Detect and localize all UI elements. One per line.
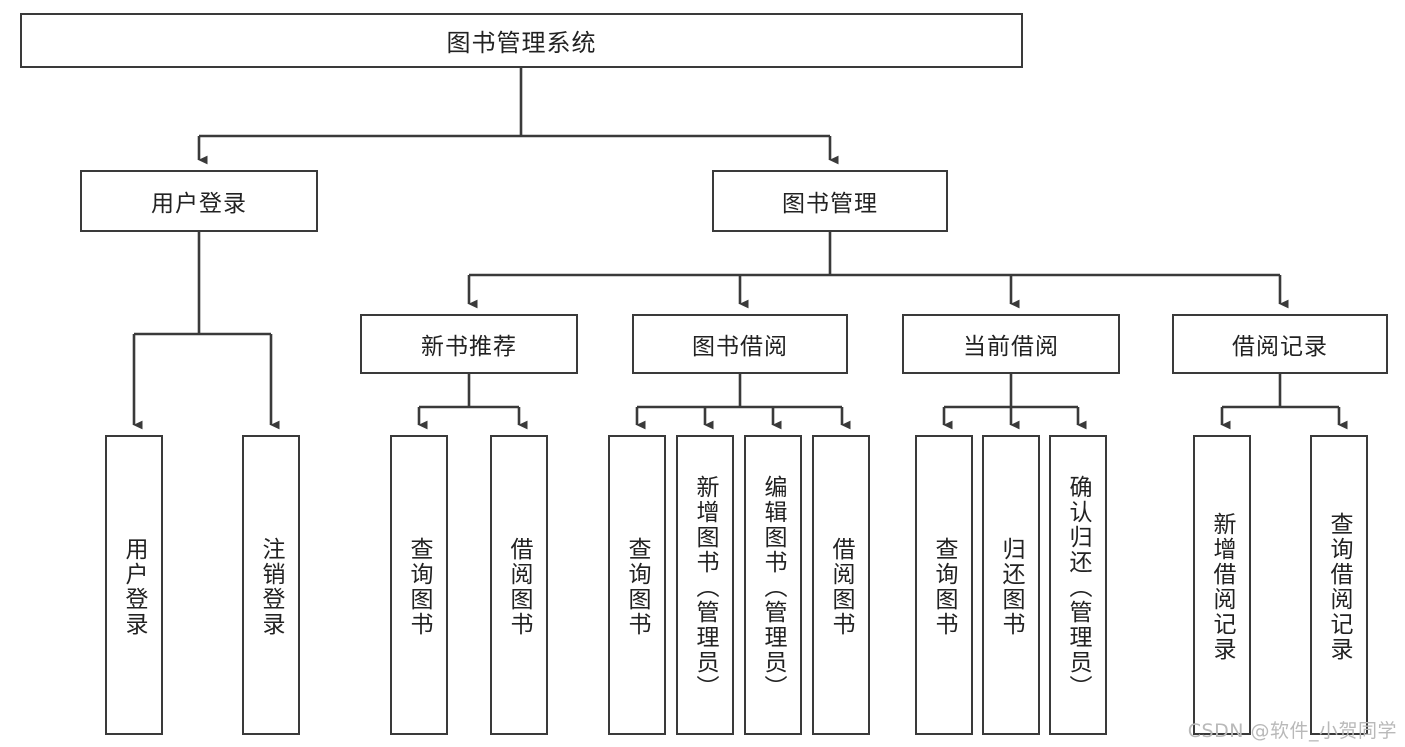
watermark-text: CSDN @软件_小贺同学 [1187, 720, 1397, 742]
node-book-borrow-label: 图书借阅 [692, 334, 788, 360]
node-leaf-edit-book[interactable]: 编辑图书（管理员） [744, 435, 802, 735]
node-leaf-query-book-1-label: 查询图书 [406, 537, 433, 637]
node-leaf-borrow-book-2[interactable]: 借阅图书 [812, 435, 870, 735]
node-leaf-user-logout-label: 注销登录 [258, 537, 285, 637]
node-book-manage[interactable]: 图书管理 [712, 170, 948, 232]
node-leaf-query-book-3[interactable]: 查询图书 [915, 435, 973, 735]
node-new-book-recommend-label: 新书推荐 [421, 334, 517, 360]
node-leaf-add-book[interactable]: 新增图书（管理员） [676, 435, 734, 735]
node-leaf-borrow-book-2-label: 借阅图书 [828, 537, 855, 637]
node-leaf-return-book[interactable]: 归还图书 [982, 435, 1040, 735]
node-current-borrow-label: 当前借阅 [963, 334, 1059, 360]
node-new-book-recommend[interactable]: 新书推荐 [360, 314, 578, 374]
node-leaf-query-record[interactable]: 查询借阅记录 [1310, 435, 1368, 735]
node-root[interactable]: 图书管理系统 [20, 13, 1023, 68]
node-leaf-edit-book-label: 编辑图书（管理员） [760, 474, 787, 700]
node-root-label: 图书管理系统 [446, 29, 597, 57]
node-leaf-confirm-return-label: 确认归还（管理员） [1065, 474, 1092, 700]
node-leaf-query-book-2[interactable]: 查询图书 [608, 435, 666, 735]
node-leaf-add-record[interactable]: 新增借阅记录 [1193, 435, 1251, 735]
node-borrow-record[interactable]: 借阅记录 [1172, 314, 1388, 374]
node-leaf-borrow-book-1[interactable]: 借阅图书 [490, 435, 548, 735]
node-leaf-borrow-book-1-label: 借阅图书 [506, 537, 533, 637]
node-current-borrow[interactable]: 当前借阅 [902, 314, 1120, 374]
node-leaf-user-login-label: 用户登录 [121, 537, 148, 637]
node-leaf-add-record-label: 新增借阅记录 [1209, 512, 1236, 662]
node-leaf-query-book-1[interactable]: 查询图书 [390, 435, 448, 735]
node-leaf-user-login[interactable]: 用户登录 [105, 435, 163, 735]
node-book-manage-label: 图书管理 [782, 191, 878, 217]
node-leaf-return-book-label: 归还图书 [998, 537, 1025, 637]
node-user-login[interactable]: 用户登录 [80, 170, 318, 232]
node-leaf-user-logout[interactable]: 注销登录 [242, 435, 300, 735]
node-leaf-query-book-2-label: 查询图书 [624, 537, 651, 637]
node-user-login-label: 用户登录 [151, 191, 247, 217]
node-leaf-add-book-label: 新增图书（管理员） [692, 474, 719, 700]
node-leaf-query-record-label: 查询借阅记录 [1326, 512, 1353, 662]
node-leaf-query-book-3-label: 查询图书 [931, 537, 958, 637]
node-book-borrow[interactable]: 图书借阅 [632, 314, 848, 374]
node-borrow-record-label: 借阅记录 [1232, 334, 1328, 360]
node-leaf-confirm-return[interactable]: 确认归还（管理员） [1049, 435, 1107, 735]
